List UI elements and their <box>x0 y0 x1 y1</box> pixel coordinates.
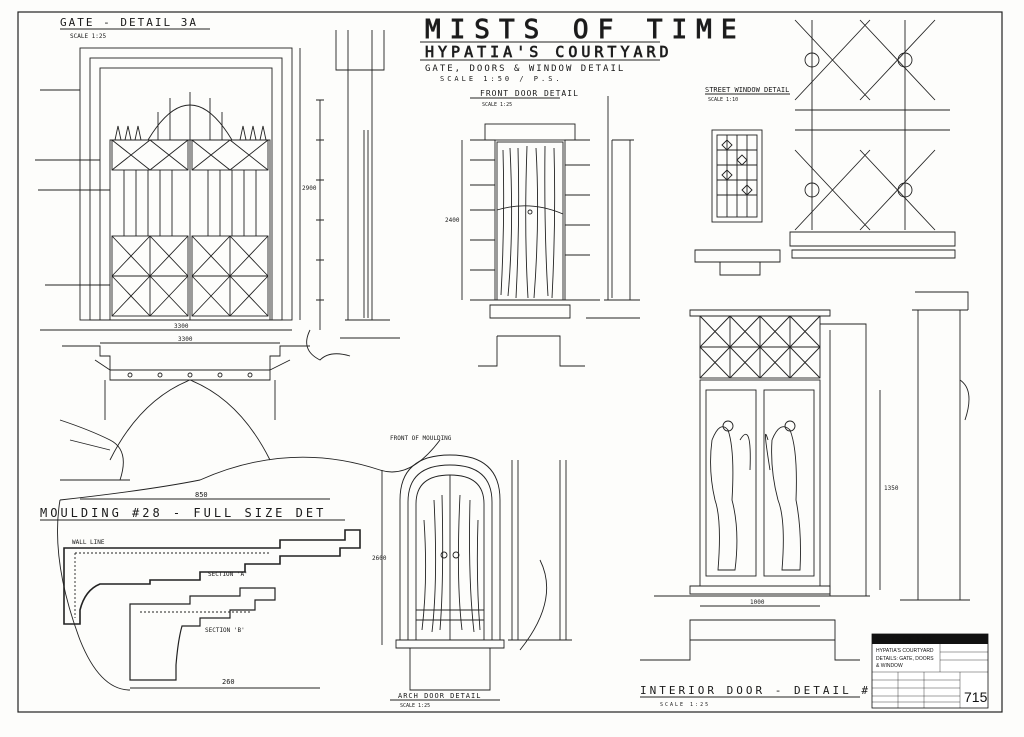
interior-door-detail: 1000 1350 INTERIOR DOOR - DETAIL #2 SCAL… <box>640 291 970 708</box>
street-window-scale: SCALE 1:10 <box>708 97 738 103</box>
int-width-dim: 1000 <box>750 599 765 606</box>
int-height-dim: 1350 <box>884 485 899 492</box>
gate-width-dim: 3300 <box>174 323 189 330</box>
window-ironwork-detail <box>789 19 956 259</box>
moulding-detail: 850 MOULDING #28 - FULL SIZE DET WALL LI… <box>40 419 441 691</box>
arch-door-title: ARCH DOOR DETAIL <box>398 692 481 700</box>
title-block-row2: DETAILS: GATE, DOORS <box>876 656 934 662</box>
arch-door-note: FRONT OF MOULDING <box>390 435 452 442</box>
main-title: MISTS OF TIME <box>425 15 746 45</box>
moulding-long-dim: 850 <box>195 491 208 499</box>
gate-plan-dim: 3300 <box>178 336 193 343</box>
gate-title: GATE - DETAIL 3A <box>60 16 198 29</box>
section-b-label: SECTION 'B' <box>205 627 245 634</box>
title-area: MISTS OF TIME HYPATIA'S COURTYARD GATE, … <box>420 15 746 83</box>
moulding-title: MOULDING #28 - FULL SIZE DET <box>40 506 326 520</box>
street-window-detail: STREET WINDOW DETAIL SCALE 1:10 <box>694 86 790 276</box>
wall-line-label: WALL LINE <box>72 539 105 546</box>
interior-door-title: INTERIOR DOOR - DETAIL #2 <box>640 684 881 697</box>
sheet-number: 715 <box>964 689 988 705</box>
moulding-260-dim: 260 <box>222 678 235 686</box>
arch-height-dim: 2600 <box>372 555 387 562</box>
interior-door-scale: SCALE 1:25 <box>660 702 710 708</box>
sub-sub-title: GATE, DOORS & WINDOW DETAIL <box>425 64 625 74</box>
gate-detail: GATE - DETAIL 3A SCALE 1:25 <box>35 16 317 461</box>
arch-door-scale: SCALE 1:25 <box>400 703 430 709</box>
sub-title: HYPATIA'S COURTYARD <box>425 43 673 61</box>
section-a-label: SECTION 'A' <box>208 571 248 578</box>
front-door-title: FRONT DOOR DETAIL <box>480 89 579 98</box>
sheet-border <box>17 11 1003 713</box>
front-door-detail: FRONT DOOR DETAIL SCALE 1:25 2400 <box>445 89 640 367</box>
arch-door-detail: FRONT OF MOULDING 2600 ARCH DOOR DETAIL … <box>372 435 572 709</box>
title-block-row3: & WINDOW <box>876 663 903 669</box>
sheet-scale: SCALE 1:50 / P.S. <box>440 75 563 83</box>
gate-scale: SCALE 1:25 <box>70 33 107 40</box>
front-door-scale: SCALE 1:25 <box>482 102 512 108</box>
title-block-row1: HYPATIA'S COURTYARD <box>876 648 934 654</box>
title-block: MISTS OF TIME HYPATIA'S COURTYARD DETAIL… <box>871 633 989 709</box>
door-height-dim: 2400 <box>445 217 460 224</box>
street-window-title: STREET WINDOW DETAIL <box>705 86 789 94</box>
title-block-header: MISTS OF TIME <box>876 635 935 644</box>
gate-height-dim: 2900 <box>302 185 317 192</box>
gate-side-section <box>306 30 400 361</box>
